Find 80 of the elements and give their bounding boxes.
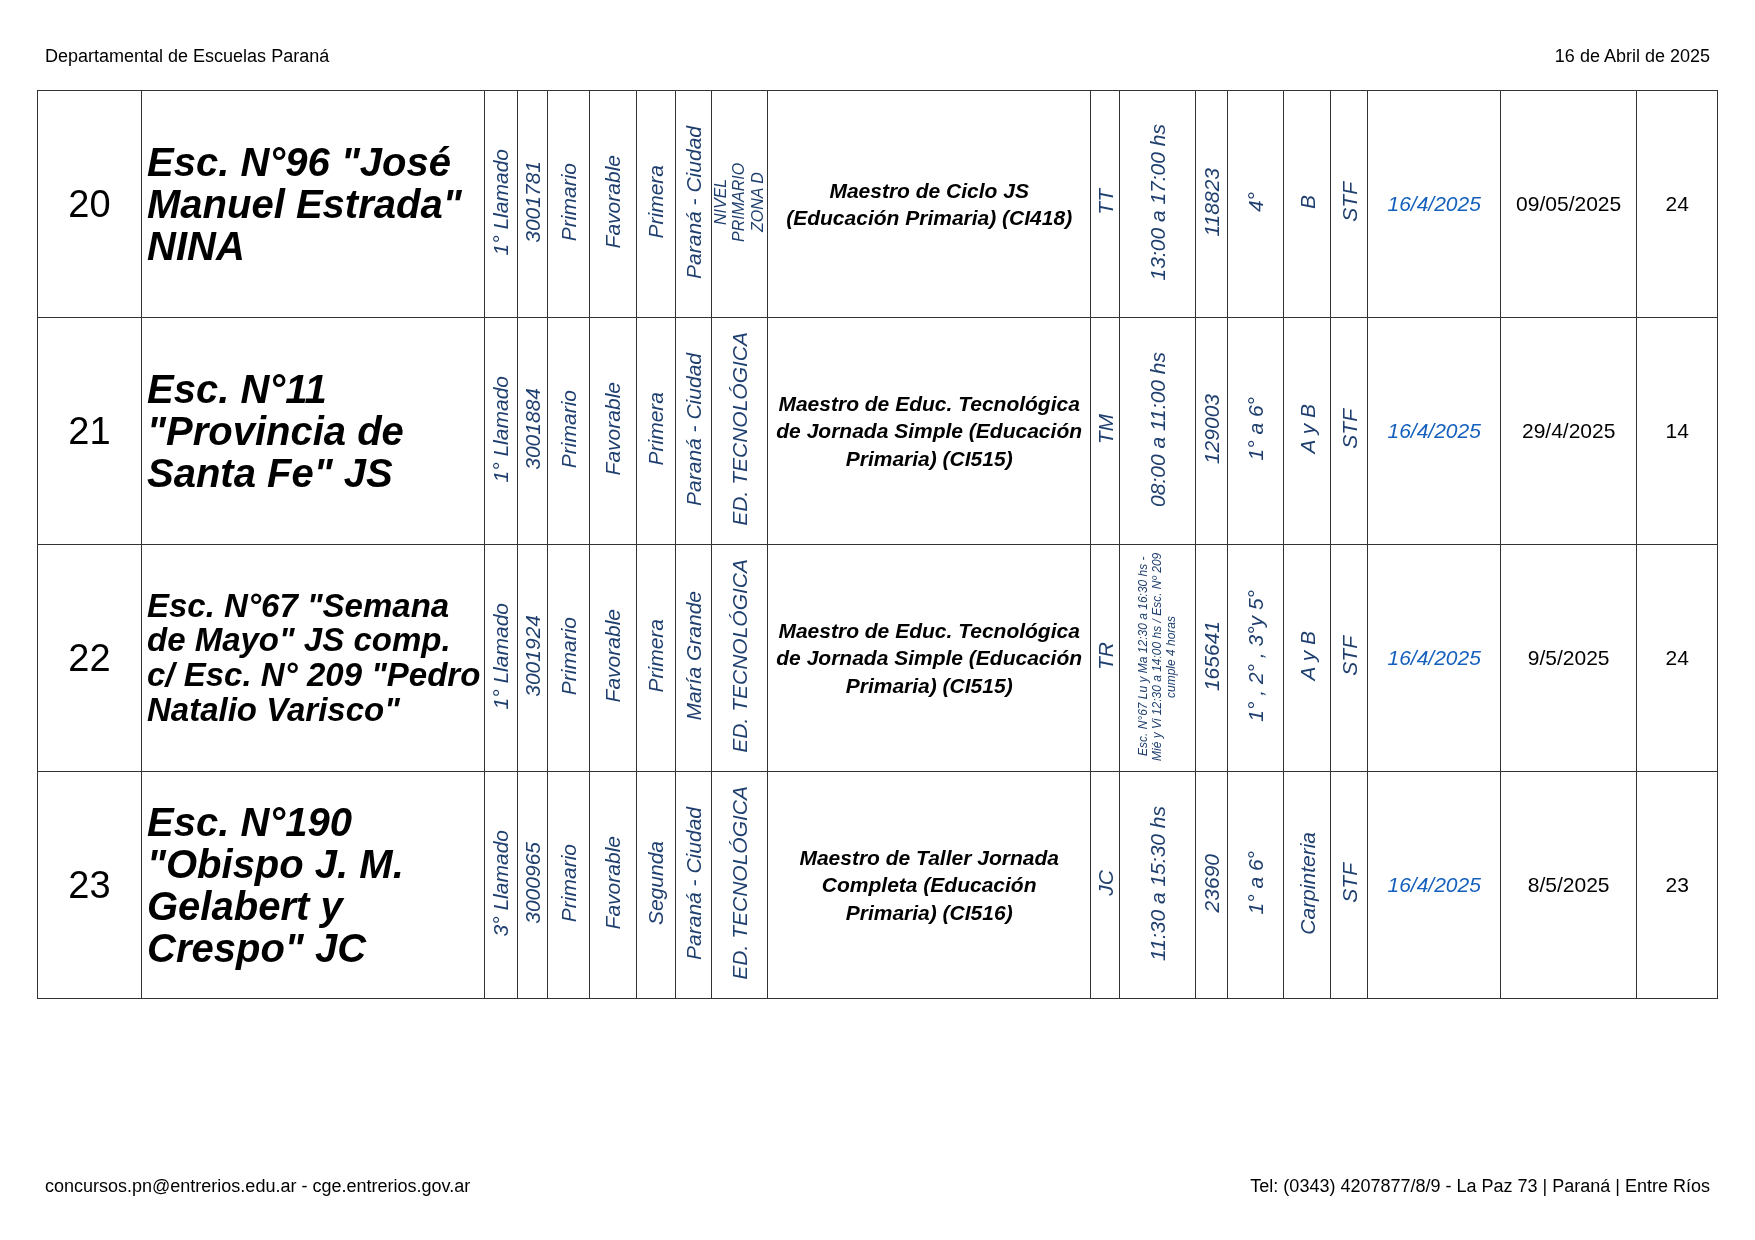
status-code: STF bbox=[1337, 636, 1361, 676]
footer-contact: concursos.pn@entrerios.edu.ar - cge.entrerios.gov.ar bbox=[45, 1176, 471, 1197]
code-number: 3000965 bbox=[520, 842, 545, 924]
level-text: Primario bbox=[556, 843, 581, 923]
shift-text: TT bbox=[1093, 189, 1117, 215]
shift-text: TM bbox=[1093, 413, 1117, 445]
code-number: 3001781 bbox=[520, 161, 545, 243]
row-number: 23 bbox=[68, 863, 111, 906]
code-number: 3001884 bbox=[520, 388, 545, 470]
closing-date: 9/5/2025 bbox=[1527, 646, 1610, 669]
shift-text: TR bbox=[1093, 642, 1117, 670]
row-number: 22 bbox=[68, 636, 111, 679]
call-text: 3° Llamado bbox=[489, 829, 513, 937]
header-date: 16 de Abril de 2025 bbox=[1554, 46, 1710, 67]
area-text: ED. TECNOLÓGICA bbox=[728, 332, 752, 526]
status-code: STF bbox=[1337, 182, 1361, 222]
level-text: Primario bbox=[556, 162, 581, 242]
opening-date: 16/4/2025 bbox=[1387, 873, 1481, 896]
call-text: 1° Llamado bbox=[489, 148, 513, 256]
post-number: 118823 bbox=[1200, 167, 1224, 237]
post-number: 23690 bbox=[1200, 853, 1224, 913]
status-code: STF bbox=[1337, 863, 1361, 903]
day-count: 24 bbox=[1665, 646, 1689, 669]
sections-text: B bbox=[1295, 195, 1319, 209]
closing-date: 09/05/2025 bbox=[1516, 192, 1622, 215]
area-text: ED. TECNOLÓGICA bbox=[728, 786, 752, 980]
schedule-text: 08:00 a 11:00 hs bbox=[1146, 351, 1170, 507]
category-text: Primera bbox=[644, 392, 668, 466]
status-text: Favorable bbox=[601, 155, 625, 249]
day-count: 24 bbox=[1665, 192, 1689, 215]
school-name: Esc. N°11 "Provincia de Santa Fe" JS bbox=[146, 368, 405, 494]
school-name: Esc. N°67 "Semana de Mayo" JS comp. c/ Esc. N° 209 "Pedro Natalio Varisco" bbox=[146, 588, 482, 728]
footer-address: Tel: (0343) 4207877/8/9 - La Paz 73 | Paraná | Entre Ríos bbox=[1250, 1176, 1710, 1197]
location-text: Paraná - Ciudad bbox=[681, 352, 706, 506]
location-text: María Grande bbox=[681, 591, 706, 721]
sections-text: A y B bbox=[1295, 404, 1319, 454]
opening-date: 16/4/2025 bbox=[1387, 646, 1481, 669]
area-text: ED. TECNOLÓGICA bbox=[728, 559, 752, 753]
shift-text: JC bbox=[1093, 870, 1117, 896]
call-text: 1° Llamado bbox=[489, 375, 513, 483]
day-count: 23 bbox=[1665, 873, 1689, 896]
status-text: Favorable bbox=[601, 836, 625, 930]
day-count: 14 bbox=[1665, 419, 1689, 442]
sections-text: A y B bbox=[1295, 631, 1319, 681]
position-title: Maestro de Educ. Tecnológica de Jornada Simple (Educación Primaria) (CI515) bbox=[775, 391, 1084, 472]
grades-text: 1° a 6° bbox=[1244, 851, 1268, 915]
schedule-text: Esc. N°67 Lu y Ma 12:30 a 16:30 hs - Mié y Vi 12:30 a 14:00 hs / Esc. Nº 209 cumple 4 horas bbox=[1136, 550, 1179, 763]
category-text: Primera bbox=[644, 165, 668, 239]
level-text: Primario bbox=[556, 389, 581, 469]
status-text: Favorable bbox=[601, 609, 625, 703]
school-name: Esc. N°190 "Obispo J. M. Gelabert y Crespo" JC bbox=[146, 801, 405, 969]
location-text: Paraná - Ciudad bbox=[681, 806, 706, 960]
area-text: NIVEL PRIMARIO ZONA D bbox=[712, 161, 767, 244]
status-text: Favorable bbox=[601, 382, 625, 476]
location-text: Paraná - Ciudad bbox=[681, 125, 706, 279]
grades-text: 1° a 6° bbox=[1244, 397, 1268, 461]
category-text: Primera bbox=[644, 619, 668, 693]
opening-date: 16/4/2025 bbox=[1387, 419, 1481, 442]
grades-text: 4° bbox=[1244, 191, 1268, 213]
status-code: STF bbox=[1337, 409, 1361, 449]
post-number: 165641 bbox=[1200, 620, 1224, 692]
header-text: Departamental de Escuelas Paraná bbox=[45, 46, 330, 67]
sections-text: Carpinteria bbox=[1295, 831, 1319, 935]
position-title: Maestro de Taller Jornada Completa (Educación Primaria) (CI516) bbox=[798, 845, 1060, 926]
closing-date: 8/5/2025 bbox=[1527, 873, 1610, 896]
code-number: 3001924 bbox=[520, 615, 545, 697]
category-text: Segunda bbox=[644, 840, 668, 926]
call-text: 1° Llamado bbox=[489, 602, 513, 710]
level-text: Primario bbox=[556, 616, 581, 696]
row-number: 21 bbox=[68, 409, 111, 452]
school-name: Esc. N°96 "José Manuel Estrada" NINA bbox=[146, 141, 463, 267]
grades-text: 1° , 2° , 3°y 5° bbox=[1244, 590, 1268, 722]
schedule-text: 13:00 a 17:00 hs bbox=[1146, 123, 1170, 281]
post-number: 129003 bbox=[1200, 393, 1224, 465]
opening-date: 16/4/2025 bbox=[1387, 192, 1481, 215]
position-title: Maestro de Educ. Tecnológica de Jornada Simple (Educación Primaria) (CI515) bbox=[775, 618, 1084, 699]
row-number: 20 bbox=[68, 182, 111, 225]
position-title: Maestro de Ciclo JS (Educación Primaria) (CI418) bbox=[785, 177, 1074, 231]
closing-date: 29/4/2025 bbox=[1521, 419, 1616, 442]
schedule-text: 11:30 a 15:30 hs bbox=[1146, 805, 1170, 961]
